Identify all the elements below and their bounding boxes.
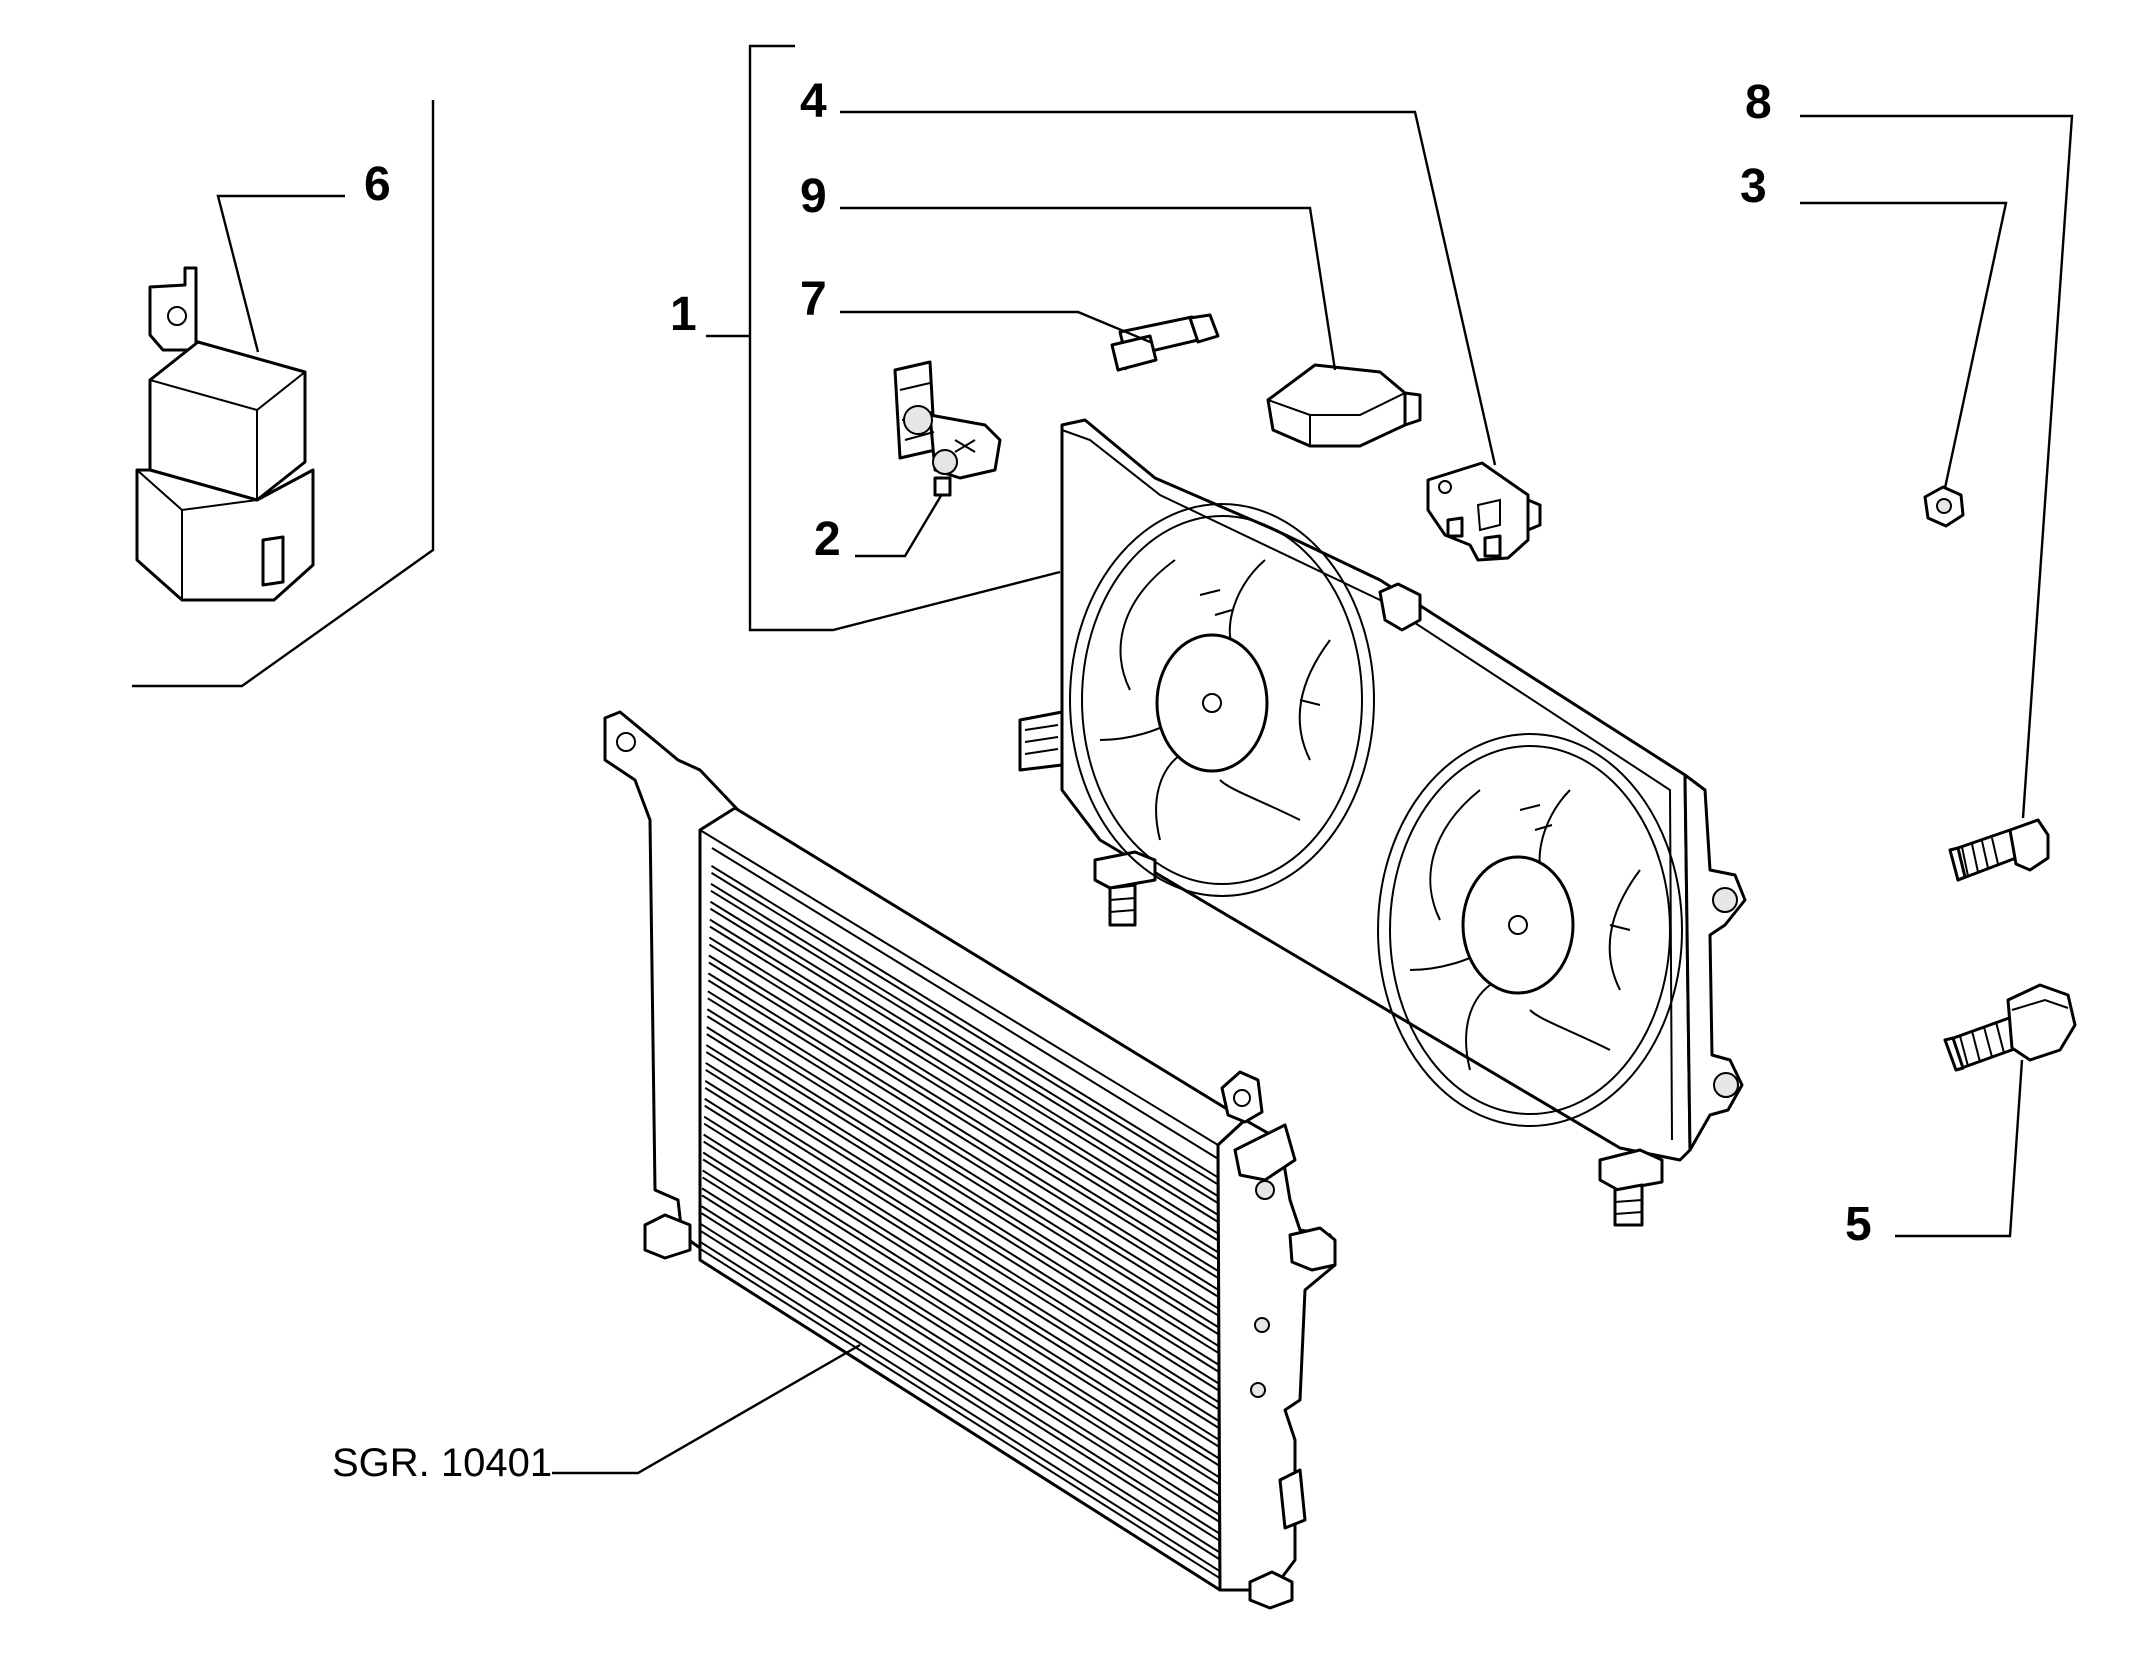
sensor-plate-part (1426, 461, 1542, 562)
callout-1: 1 (670, 288, 697, 341)
callout-6: 6 (364, 158, 391, 211)
radiator-fin (706, 1026, 1221, 1355)
bracket-clip-part (893, 360, 1002, 497)
radiator-fin (710, 882, 1221, 1206)
screw-part (1110, 313, 1220, 372)
radiator-fin (701, 1187, 1221, 1524)
reference-label: SGR. 10401 (332, 1441, 552, 1485)
bolt-flange-part (1943, 983, 2077, 1072)
fan-shroud-part (1018, 418, 1747, 1227)
bolt-small-part (1948, 818, 2050, 882)
radiator-fin (703, 1133, 1221, 1467)
leader-lines (216, 44, 2074, 1475)
radiator-fin (705, 1062, 1221, 1393)
callout-9: 9 (800, 170, 827, 223)
radiator-fin (709, 918, 1221, 1243)
callout-8: 8 (1745, 76, 1772, 129)
radiator-fin (707, 990, 1221, 1318)
radiator-fin (708, 936, 1221, 1262)
radiator-fin (704, 1097, 1221, 1430)
radiator-part (603, 710, 1337, 1610)
nut-part (1923, 485, 1965, 528)
callout-4: 4 (800, 75, 827, 128)
relay-group-bracket (132, 100, 435, 688)
radiator-fin (710, 865, 1221, 1187)
radiator-fin (708, 954, 1221, 1281)
left-fan (1069, 503, 1375, 897)
radiator-fin (704, 1080, 1221, 1411)
resistor-part (1266, 363, 1422, 448)
right-fan (1377, 733, 1683, 1127)
callout-7: 7 (800, 273, 827, 326)
radiator-fin (702, 1151, 1221, 1486)
callout-3: 3 (1740, 160, 1767, 213)
radiator-fin (705, 1044, 1221, 1374)
radiator-fin (701, 1205, 1221, 1542)
callout-5: 5 (1845, 1198, 1872, 1251)
radiator-fin (709, 900, 1221, 1224)
callout-2: 2 (814, 513, 841, 566)
radiator-fins (699, 865, 1221, 1580)
assembly-group-bracket (748, 44, 1061, 632)
relay-part (132, 100, 435, 688)
radiator-fin (706, 1008, 1221, 1337)
radiator-fin (702, 1169, 1221, 1505)
radiator-fin (703, 1115, 1221, 1449)
radiator-fin (707, 972, 1221, 1299)
radiator-fin (700, 1223, 1221, 1561)
radiator-fin (699, 1241, 1221, 1580)
